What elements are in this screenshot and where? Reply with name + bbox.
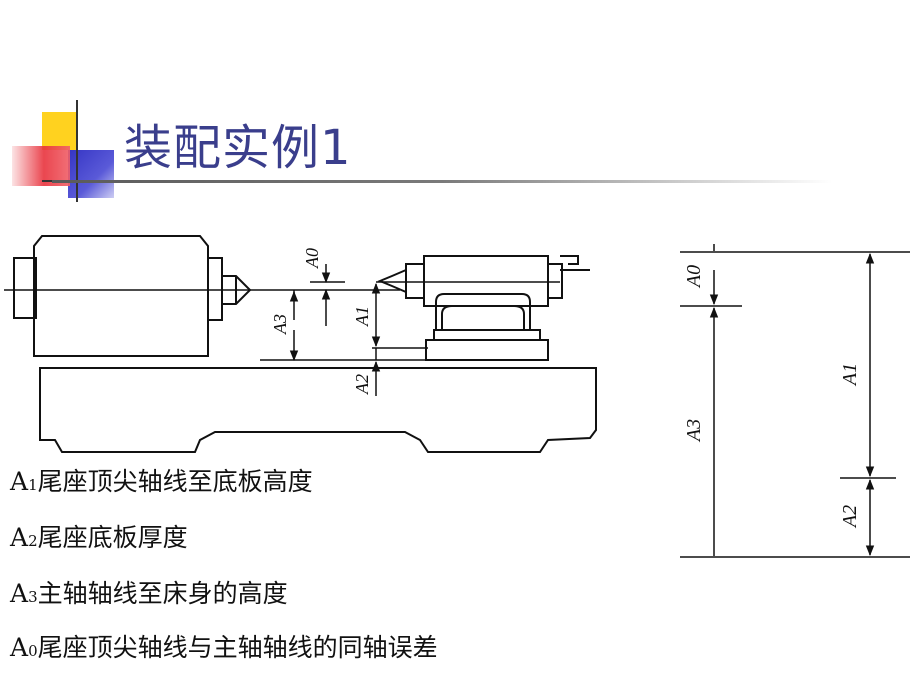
tailstock [376, 255, 590, 361]
definition-text: 尾座顶尖轴线与主轴轴线的同轴误差 [37, 633, 438, 662]
label-a1-left: A1 [352, 306, 372, 327]
label-a3-right: A3 [683, 419, 705, 443]
definition-subscript: 2 [28, 532, 38, 550]
definition-a3: A3主轴轴线至床身的高度 [10, 574, 288, 610]
headstock [33, 235, 209, 357]
definition-text: 尾座顶尖轴线至底板高度 [37, 467, 313, 496]
definition-symbol: A [10, 523, 29, 552]
definition-text: 主轴轴线至床身的高度 [37, 579, 288, 608]
definition-subscript: 3 [28, 588, 38, 606]
definition-symbol: A [10, 633, 29, 662]
label-a2-right: A2 [839, 505, 861, 529]
deco-red-square [12, 146, 70, 186]
slide-title: 装配实例1 [124, 120, 352, 176]
title-underline [52, 180, 832, 183]
deco-yellow-square [42, 112, 78, 150]
label-a1-right: A1 [839, 363, 861, 387]
label-a0-right: A0 [683, 265, 705, 289]
deco-blue-square [68, 150, 114, 198]
definition-subscript: 0 [28, 642, 38, 660]
label-a0-left: A0 [302, 248, 322, 269]
deco-vertical-line [76, 100, 78, 202]
label-a2-left: A2 [352, 374, 372, 395]
definition-a2: A2尾座底板厚度 [10, 518, 188, 554]
definition-a0: A0尾座顶尖轴线与主轴轴线的同轴误差 [10, 628, 438, 664]
label-a3-left: A3 [270, 314, 290, 335]
definition-symbol: A [10, 579, 29, 608]
definition-a1: A1尾座顶尖轴线至底板高度 [10, 462, 313, 498]
lathe-bed [39, 367, 597, 453]
headstock-left-flange [13, 257, 37, 319]
definition-symbol: A [10, 467, 29, 496]
dimension-chain-diagram: A0 A3 A1 A2 [680, 244, 910, 558]
headstock-right-flange [207, 257, 223, 321]
definition-text: 尾座底板厚度 [37, 523, 188, 552]
definition-subscript: 1 [28, 476, 38, 494]
lathe-diagram: A0 A3 A1 A2 [4, 235, 597, 453]
